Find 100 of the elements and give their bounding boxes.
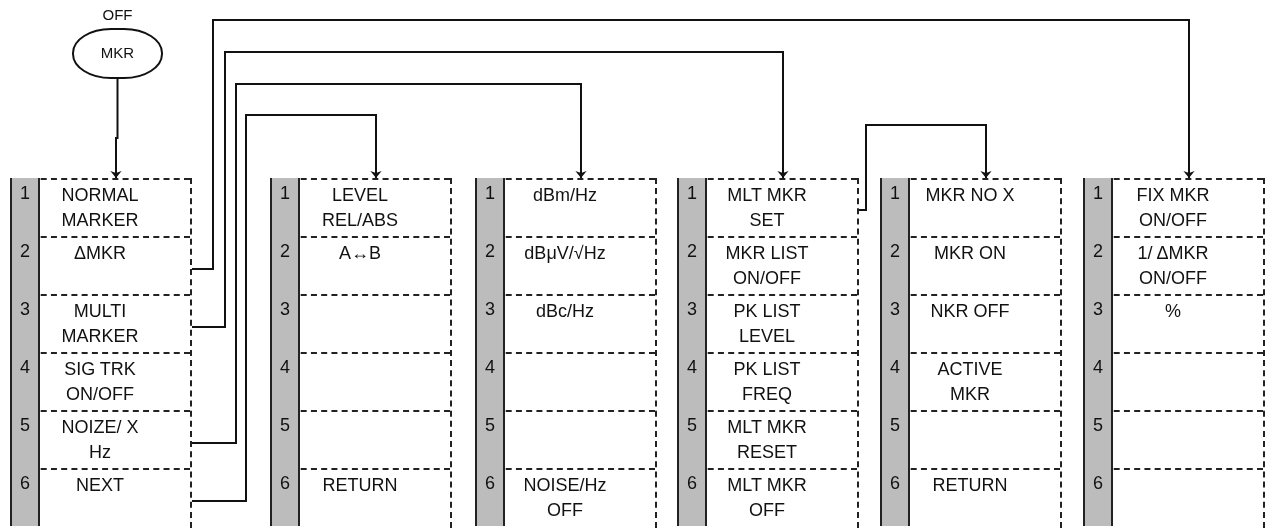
softkey-number: 5 xyxy=(880,410,910,468)
softkey xyxy=(270,178,450,236)
softkey-label: RETURN xyxy=(321,474,399,497)
connector-arrow xyxy=(858,124,992,211)
softkey xyxy=(475,236,655,294)
connector-arrow xyxy=(191,19,1195,270)
softkey xyxy=(270,294,450,352)
softkey xyxy=(880,352,1060,410)
softkey-label: LEVEL REL/ABS xyxy=(320,184,399,232)
connector-arrow xyxy=(191,83,587,444)
softkey-label: MLT MKR OFF xyxy=(726,474,808,522)
softkey-number: 3 xyxy=(270,294,300,352)
softkey-label: NORMAL MARKER xyxy=(60,184,140,232)
softkey-number: 1 xyxy=(10,178,40,236)
softkey xyxy=(1083,294,1263,352)
softkey-menu-panel xyxy=(677,178,859,528)
softkey-number: 4 xyxy=(1083,352,1113,410)
softkey-number: 6 xyxy=(1083,468,1113,526)
softkey xyxy=(1083,178,1263,236)
softkey-number: 1 xyxy=(270,178,300,236)
softkey-number: 2 xyxy=(475,236,505,294)
key-label: MKR xyxy=(99,44,136,61)
softkey-number: 1 xyxy=(1083,178,1113,236)
softkey-label: % xyxy=(1164,300,1182,323)
softkey xyxy=(880,294,1060,352)
softkey-label: ΔMKR xyxy=(73,242,127,265)
softkey-label: NKR OFF xyxy=(929,300,1011,323)
softkey-label: dBc/Hz xyxy=(535,300,595,323)
softkey xyxy=(1083,410,1263,468)
softkey xyxy=(677,294,857,352)
softkey xyxy=(880,178,1060,236)
softkey xyxy=(677,410,857,468)
softkey-label: MKR LIST ON/OFF xyxy=(724,242,810,290)
softkey xyxy=(475,410,655,468)
softkey xyxy=(880,410,1060,468)
softkey-number: 2 xyxy=(1083,236,1113,294)
softkey-label: PK LIST LEVEL xyxy=(732,300,802,348)
softkey-number: 6 xyxy=(475,468,505,526)
softkey-number: 3 xyxy=(677,294,707,352)
softkey xyxy=(270,352,450,410)
softkey-number: 5 xyxy=(677,410,707,468)
softkey xyxy=(677,236,857,294)
softkey xyxy=(677,178,857,236)
softkey-label: MKR ON xyxy=(933,242,1007,265)
softkey xyxy=(475,468,655,526)
softkey xyxy=(880,468,1060,526)
softkey-menu-panel xyxy=(10,178,192,528)
softkey-label: SIG TRK ON/OFF xyxy=(63,358,137,406)
softkey-menu-panel xyxy=(880,178,1062,528)
softkey-label: MLT MKR SET xyxy=(726,184,808,232)
softkey-number: 4 xyxy=(677,352,707,410)
softkey xyxy=(475,178,655,236)
softkey xyxy=(10,410,190,468)
softkey-number: 4 xyxy=(475,352,505,410)
softkey xyxy=(270,468,450,526)
softkey xyxy=(10,236,190,294)
softkey-number: 6 xyxy=(270,468,300,526)
softkey-number: 2 xyxy=(10,236,40,294)
softkey-number: 6 xyxy=(880,468,910,526)
softkey-label: MULTI MARKER xyxy=(60,300,140,348)
connector-arrow xyxy=(191,114,382,502)
softkey-menu-panel xyxy=(1083,178,1265,528)
softkey-number: 1 xyxy=(880,178,910,236)
softkey xyxy=(270,410,450,468)
softkey-number: 4 xyxy=(10,352,40,410)
softkey-number: 3 xyxy=(10,294,40,352)
softkey-number: 1 xyxy=(475,178,505,236)
softkey-number: 3 xyxy=(880,294,910,352)
softkey-menu-panel xyxy=(475,178,657,528)
softkey-number: 1 xyxy=(677,178,707,236)
softkey-label: ACTIVE MKR xyxy=(936,358,1004,406)
softkey-number: 5 xyxy=(10,410,40,468)
softkey xyxy=(10,178,190,236)
softkey-label: FIX MKR ON/OFF xyxy=(1135,184,1211,232)
softkey xyxy=(10,468,190,526)
softkey xyxy=(10,294,190,352)
softkey-label: 1/ ΔMKR ON/OFF xyxy=(1136,242,1210,290)
softkey xyxy=(677,468,857,526)
softkey xyxy=(475,352,655,410)
softkey-label: NOISE/Hz OFF xyxy=(522,474,608,522)
softkey-number: 6 xyxy=(677,468,707,526)
softkey-label: NOIZE/ X Hz xyxy=(60,416,140,464)
shift-function-label: OFF xyxy=(101,6,134,23)
softkey xyxy=(270,236,450,294)
softkey-label: dBm/Hz xyxy=(532,184,598,207)
softkey-number: 5 xyxy=(270,410,300,468)
softkey xyxy=(1083,236,1263,294)
softkey xyxy=(10,352,190,410)
softkey-label: dBμV/√Hz xyxy=(523,242,607,265)
softkey-number: 3 xyxy=(475,294,505,352)
softkey-menu-panel xyxy=(270,178,452,528)
softkey-label: PK LIST FREQ xyxy=(732,358,802,406)
softkey-label: RETURN xyxy=(931,474,1009,497)
softkey-number: 6 xyxy=(10,468,40,526)
softkey-number: 5 xyxy=(475,410,505,468)
softkey xyxy=(1083,468,1263,526)
softkey xyxy=(677,352,857,410)
softkey-label: MLT MKR RESET xyxy=(726,416,808,464)
softkey-number: 3 xyxy=(1083,294,1113,352)
softkey-number: 4 xyxy=(270,352,300,410)
